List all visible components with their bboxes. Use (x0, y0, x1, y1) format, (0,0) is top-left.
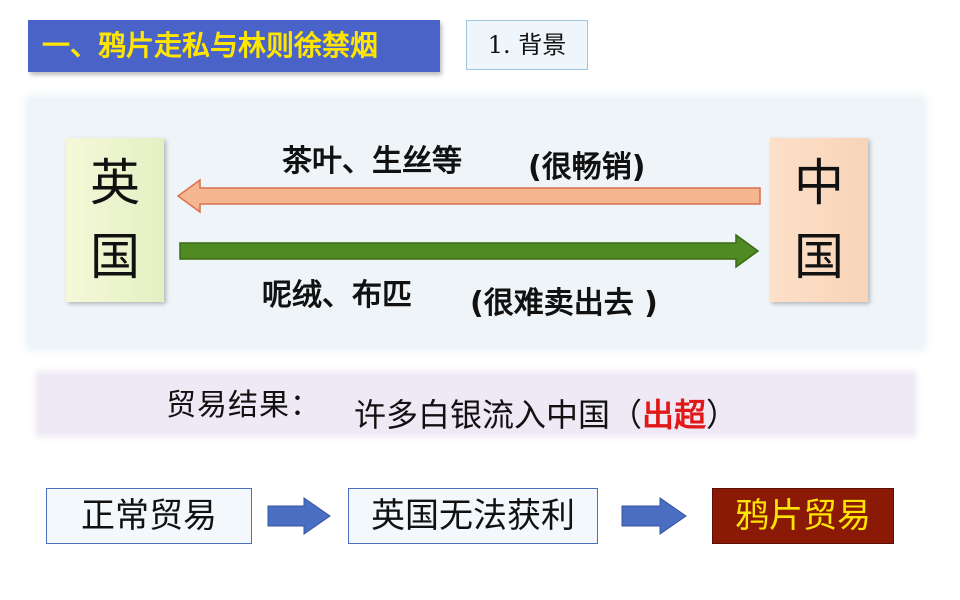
result-highlight: 出超 (642, 396, 707, 434)
arrow-left-icon (176, 178, 761, 214)
country-char: 英 (90, 154, 140, 212)
result-label: 贸易结果： (166, 388, 321, 423)
arrow-right-icon (179, 233, 760, 269)
result-text: 许多白银流入中国（出超） (354, 390, 738, 436)
export-goods-label: 茶叶、生丝等 (282, 144, 462, 179)
import-note-label: (很难卖出去 ) (470, 286, 658, 321)
flow-step-normal-trade: 正常贸易 (46, 488, 252, 544)
section-badge: 1. 背景 (466, 20, 588, 70)
flow-step-britain-no-profit: 英国无法获利 (348, 488, 598, 544)
import-goods-label: 呢绒、布匹 (262, 278, 412, 313)
country-char: 中 (794, 154, 844, 212)
country-char: 国 (794, 228, 844, 286)
result-text-before: 许多白银流入中国（ (354, 396, 643, 434)
result-text-after: ） (706, 396, 739, 434)
country-box-china: 中 国 (770, 138, 868, 302)
flow-arrow-icon (267, 497, 331, 535)
result-band (38, 374, 914, 434)
page-title: 一、鸦片走私与林则徐禁烟 (28, 20, 440, 72)
flow-arrow-icon (621, 497, 687, 535)
flow-step-opium-trade: 鸦片贸易 (712, 488, 894, 544)
country-box-britain: 英 国 (66, 138, 164, 302)
export-note-label: (很畅销) (528, 150, 646, 185)
country-char: 国 (90, 228, 140, 286)
